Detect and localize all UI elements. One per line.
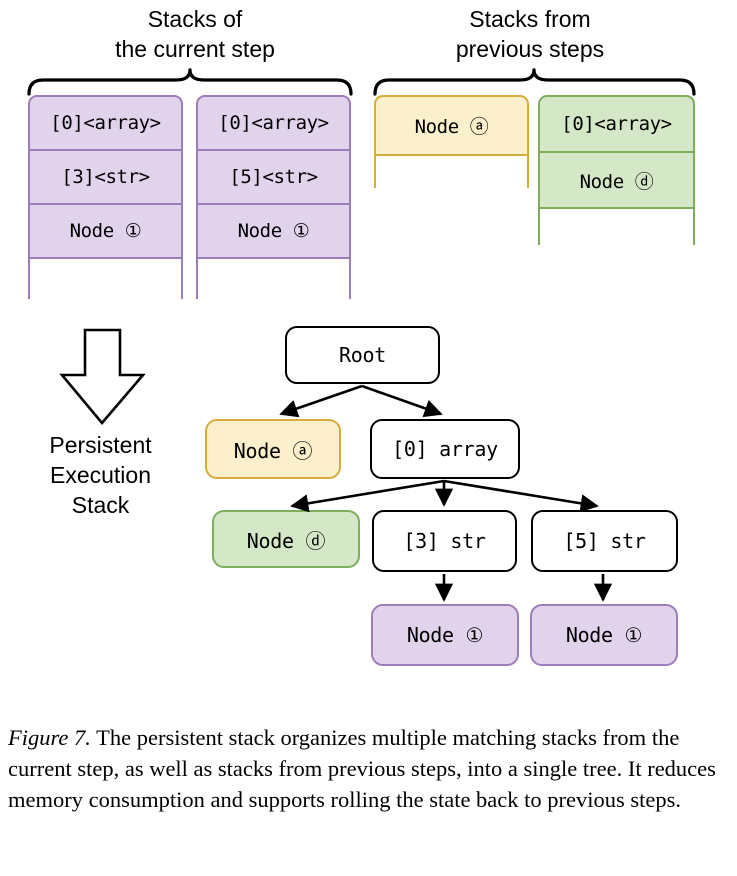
figure-graphic: Stacks of the current step Stacks from p…: [27, 6, 696, 666]
tree-node-str3: [3] str: [372, 510, 517, 572]
tree-node-a: Node ⓐ: [205, 419, 341, 479]
figure-caption: Figure 7. The persistent stack organizes…: [8, 722, 730, 815]
figure-caption-text: The persistent stack organizes multiple …: [8, 725, 716, 812]
figure-caption-label: Figure 7.: [8, 725, 91, 750]
stack-cell: [0]<array>: [538, 95, 695, 153]
stack-tail: [538, 207, 695, 245]
stack-cell: [0]<array>: [196, 95, 351, 151]
tree-node-1-left: Node ①: [371, 604, 519, 666]
brace-current-steps: [27, 68, 353, 96]
stack-cell: [5]<str>: [196, 149, 351, 205]
stack-cell: [3]<str>: [28, 149, 183, 205]
stack-cell: Node ①: [196, 203, 351, 259]
stack-cell: Node ⓐ: [374, 95, 529, 156]
edge-root-to-array0: [361, 384, 443, 418]
tree-node-d: Node ⓓ: [212, 510, 360, 568]
tree-node-1-right: Node ①: [530, 604, 678, 666]
brace-previous-steps: [373, 68, 696, 96]
stack-tail: [374, 154, 529, 188]
stack-tail: [196, 257, 351, 299]
stack-previous-2: [0]<array> Node ⓓ: [538, 95, 695, 245]
edge-array0-to-str5: [443, 479, 599, 513]
down-block-arrow: [59, 328, 146, 426]
tree-node-str5: [5] str: [531, 510, 678, 572]
edge-array0-to-node-d: [290, 479, 445, 513]
edge-root-to-node-a: [279, 384, 363, 418]
stack-current-1: [0]<array> [3]<str> Node ①: [28, 95, 183, 299]
header-stacks-current-step: Stacks of the current step: [115, 6, 275, 62]
stack-cell: Node ①: [28, 203, 183, 259]
tree-node-array0: [0] array: [370, 419, 520, 479]
stack-tail: [28, 257, 183, 299]
persistent-execution-stack-label: Persistent Execution Stack: [49, 432, 152, 518]
stack-current-2: [0]<array> [5]<str> Node ①: [196, 95, 351, 299]
stack-cell: Node ⓓ: [538, 151, 695, 209]
header-stacks-previous-steps: Stacks from previous steps: [455, 6, 605, 62]
stack-cell: [0]<array>: [28, 95, 183, 151]
tree-node-root: Root: [285, 326, 440, 384]
stack-previous-1: Node ⓐ: [374, 95, 529, 188]
